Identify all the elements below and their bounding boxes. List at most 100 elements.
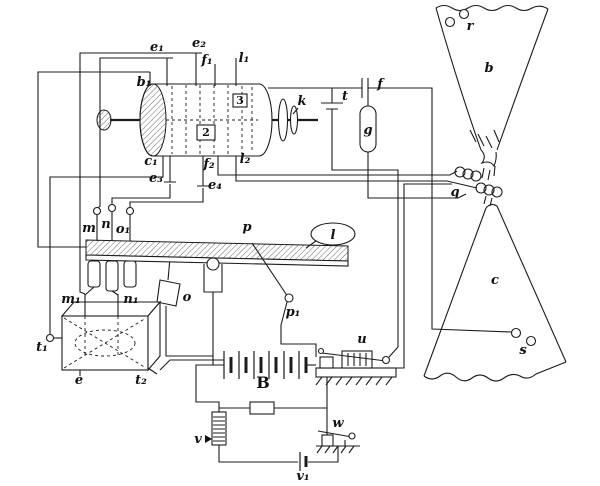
cone-b-left-edge	[435, 7, 482, 151]
box-inner-dashes	[63, 316, 147, 369]
terminal-r-circle	[444, 16, 456, 28]
resistor-box	[249, 401, 275, 415]
shaft-knob	[96, 109, 112, 131]
wire	[396, 183, 452, 369]
cone-b-right-edge	[496, 8, 549, 151]
terminal-r-circle	[458, 8, 470, 20]
beam-terminal-n	[107, 203, 117, 213]
coil-q-turn	[491, 186, 503, 198]
wire	[367, 152, 467, 199]
relay-base	[315, 367, 397, 378]
label-v: v	[194, 432, 202, 447]
label-c1: c₁	[144, 154, 158, 169]
post-e3	[164, 156, 176, 183]
cone-c-torn-edge	[423, 361, 567, 382]
wire	[49, 172, 164, 334]
plate-o	[156, 279, 181, 307]
wire	[159, 359, 224, 371]
box-inner-coil	[74, 329, 136, 357]
condenser-t	[321, 102, 343, 110]
label-o: o	[183, 290, 192, 305]
terminal-s-circle	[510, 327, 522, 339]
label-s: s	[519, 343, 527, 358]
wire	[235, 168, 478, 189]
battery-long-plates	[223, 351, 300, 379]
condenser-f-plates	[361, 78, 369, 98]
wire	[331, 109, 399, 358]
wire	[280, 325, 317, 357]
coil-q-turn	[454, 166, 466, 178]
pivot-clevis	[203, 264, 223, 293]
label-u: u	[357, 332, 366, 347]
cone-b-pinch-squiggle	[480, 149, 497, 168]
wire	[37, 71, 150, 248]
wire	[368, 87, 513, 333]
wire	[308, 446, 339, 463]
post-e1	[161, 57, 173, 86]
label-k: k	[297, 94, 306, 109]
label-e2: e₂	[192, 36, 206, 51]
key-ground-hatch	[316, 445, 355, 454]
label-segment-2: 2	[202, 126, 210, 139]
label-f: f	[376, 77, 385, 92]
meter-l	[310, 222, 356, 246]
drum-left-end	[139, 83, 167, 157]
box-right-face	[147, 300, 161, 372]
label-n: n	[101, 217, 110, 232]
relay-terminal	[317, 347, 325, 355]
label-t1: t₁	[36, 340, 48, 355]
relay-coil-winding	[347, 353, 367, 366]
key-knob	[348, 432, 356, 440]
key-pivot-block	[321, 434, 334, 447]
wire	[165, 306, 213, 357]
terminal-t1	[45, 333, 55, 343]
label-g: g	[363, 123, 372, 138]
label-l1: l₁	[239, 51, 250, 66]
drum-segment-3-plate	[232, 93, 248, 108]
cell-v1	[299, 452, 308, 471]
condenser-t-plates	[321, 102, 343, 110]
wire	[129, 188, 204, 208]
coil-q-turn	[483, 184, 495, 196]
rod-p	[251, 242, 289, 298]
electromagnet-box	[45, 294, 162, 376]
lever-beam	[84, 203, 356, 326]
key-lever	[317, 430, 353, 438]
cone-c	[423, 203, 567, 382]
cone-c-right-edge	[496, 205, 567, 363]
meter-leader	[305, 240, 317, 249]
wire	[111, 184, 171, 206]
resistor-body	[249, 401, 275, 415]
label-e1: e₁	[150, 40, 164, 55]
cone-c-apex-squiggle	[485, 203, 498, 209]
label-t2: t₂	[135, 373, 147, 388]
label-B: B	[256, 373, 270, 392]
label-segment-3: 3	[236, 94, 244, 107]
cell-g-capsule	[359, 105, 377, 153]
relay-lever	[321, 352, 387, 362]
pivot-p1	[284, 293, 294, 303]
terminal-s-circle	[525, 335, 537, 347]
terminal-leads	[96, 212, 131, 241]
pinch-shading	[481, 165, 496, 207]
rheostat-v	[205, 411, 227, 446]
pulley-k-leader	[292, 107, 299, 115]
relay-knob	[381, 355, 391, 365]
beam-pivot	[206, 257, 220, 271]
cone-b	[435, 4, 549, 168]
label-c: c	[491, 273, 499, 288]
cell-g	[359, 105, 377, 153]
label-n1: n₁	[123, 292, 138, 307]
relay-u	[315, 347, 397, 386]
key-w	[316, 430, 360, 454]
rheostat-winding	[213, 416, 225, 442]
beam-cylinder	[87, 260, 101, 288]
label-l2: l₂	[240, 152, 251, 167]
relay-coil	[341, 350, 373, 369]
cone-c-left-edge	[423, 207, 487, 377]
wire	[195, 364, 220, 412]
label-e3: e₃	[149, 171, 163, 186]
label-w: w	[332, 416, 344, 431]
